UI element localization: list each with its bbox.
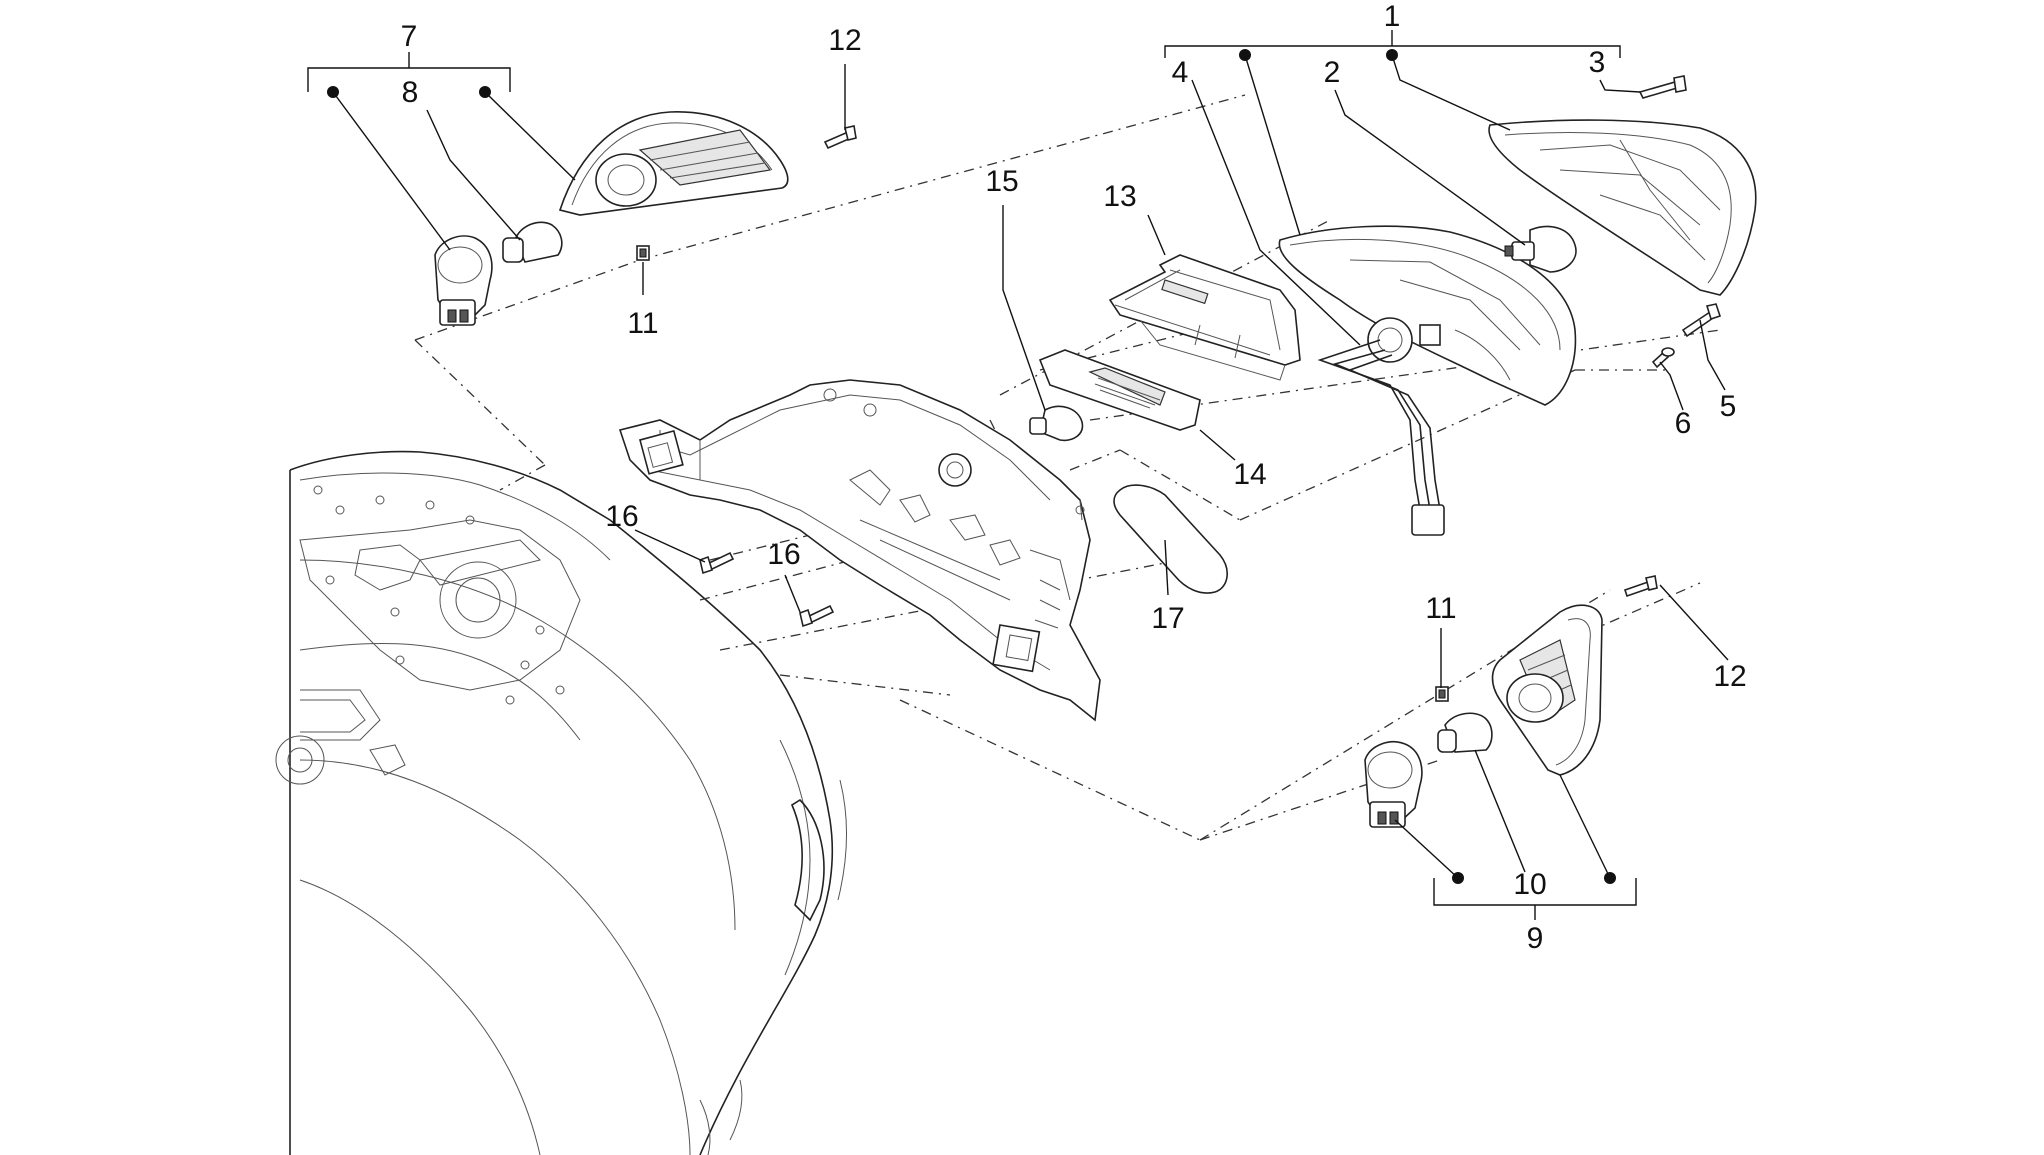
callout-12-left: 12 <box>828 24 861 57</box>
left-indicator-socket <box>434 235 493 326</box>
screw-part-3 <box>1638 75 1687 99</box>
callout-9: 9 <box>1527 922 1544 955</box>
rear-light-lens <box>1488 119 1757 296</box>
callout-13: 13 <box>1103 180 1136 213</box>
screw-part-12-right <box>1623 575 1658 598</box>
group-bracket-7 <box>307 52 511 92</box>
screw-part-16a <box>699 551 735 575</box>
callout-7: 7 <box>401 20 418 53</box>
plate-light-cover-13 <box>1108 254 1301 381</box>
bulb-part-2 <box>1504 225 1577 273</box>
callout-3: 3 <box>1589 46 1606 79</box>
callout-8: 8 <box>402 76 419 109</box>
left-indicator-bulb-8 <box>502 221 563 263</box>
clip-part-11-left <box>636 245 650 261</box>
callout-16b: 16 <box>767 538 800 571</box>
right-indicator-bulb-10 <box>1437 712 1493 753</box>
callout-14: 14 <box>1233 458 1266 491</box>
scooter-rear-body <box>275 450 848 1155</box>
right-indicator-socket <box>1364 741 1423 828</box>
wiring-harness <box>1317 339 1445 536</box>
callout-labels: 1 2 3 4 5 6 7 8 9 10 11 11 12 12 13 14 1… <box>401 0 1747 955</box>
callout-5: 5 <box>1720 390 1737 423</box>
clip-part-11-right <box>1435 686 1449 702</box>
bulb-part-15 <box>1029 405 1084 442</box>
callout-4: 4 <box>1172 56 1189 89</box>
screw-part-12-left <box>823 125 857 150</box>
screw-part-5 <box>1681 303 1722 338</box>
callout-11-left: 11 <box>627 307 658 340</box>
rear-light-housing <box>1278 225 1577 406</box>
plate-light-lens-14 <box>1038 349 1201 431</box>
callout-12-right: 12 <box>1713 660 1746 693</box>
right-indicator-lens <box>1491 604 1603 776</box>
group-bracket-9 <box>1433 878 1637 920</box>
leader-lines <box>327 49 1729 884</box>
callout-11-right: 11 <box>1425 592 1456 625</box>
callout-2: 2 <box>1324 56 1341 89</box>
left-indicator-lens <box>558 111 789 216</box>
rear-support-bracket <box>618 379 1101 722</box>
screw-part-16b <box>799 604 835 628</box>
callout-6: 6 <box>1675 407 1692 440</box>
callout-15: 15 <box>985 165 1018 198</box>
group-bracket-1 <box>1164 30 1621 58</box>
callout-1: 1 <box>1384 0 1401 33</box>
callout-10: 10 <box>1513 868 1546 901</box>
callout-17: 17 <box>1151 602 1184 635</box>
washer-part-6 <box>1651 347 1675 369</box>
callout-16a: 16 <box>605 500 638 533</box>
reflector-part-17 <box>1113 484 1228 594</box>
